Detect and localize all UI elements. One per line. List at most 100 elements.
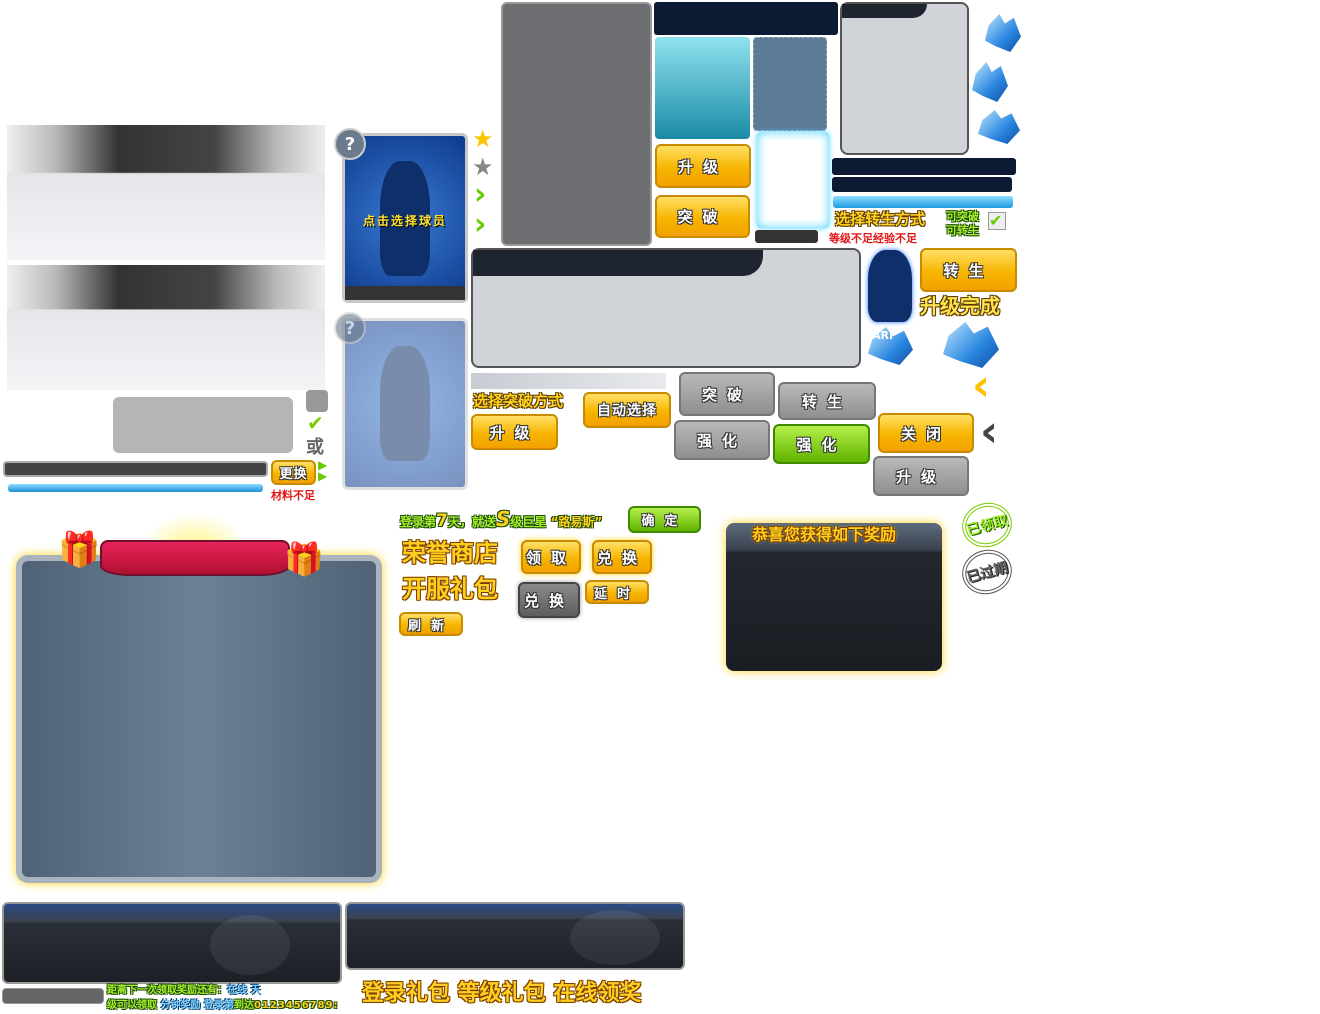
dark-bar xyxy=(654,2,838,35)
upgrade-button[interactable]: 升级 xyxy=(471,414,558,450)
expired-stamp-label: 已过期 xyxy=(964,559,1010,587)
enhance-gray-button[interactable]: 强化 xyxy=(674,420,770,460)
gift-box-icon: 🎁 xyxy=(284,540,324,578)
refresh-button[interactable]: 刷新 xyxy=(399,612,463,636)
large-panel xyxy=(471,248,861,368)
slate-panel xyxy=(753,37,827,131)
soccer-ball-icon xyxy=(210,915,290,975)
gray-slot xyxy=(113,397,293,453)
crystal-shard-icon xyxy=(978,110,1020,144)
honor-shop-title: 荣誉商店 xyxy=(402,539,498,567)
upgrade-complete-label: 升级完成 xyxy=(920,294,1000,318)
gift-category-titles: 登录礼包 等级礼包 在线领奖 xyxy=(362,981,642,1006)
claimed-stamp: 已领取 xyxy=(957,497,1017,553)
text-fragment: 天 xyxy=(250,985,261,996)
upgrade-gray-button[interactable]: 升级 xyxy=(873,456,969,496)
crystal-card-shard-icon xyxy=(943,322,999,368)
breakthrough-button[interactable]: 突破 xyxy=(655,195,750,238)
blue-progress-bar xyxy=(8,484,263,492)
breakthrough-gray-button[interactable]: 突破 xyxy=(679,372,775,416)
promo-player: “路易斯” xyxy=(550,515,603,529)
gift-box-icon: 🎁 xyxy=(58,530,101,570)
text-fragment: 在线 xyxy=(227,985,247,996)
ribbon-banner xyxy=(100,540,290,576)
light-bar xyxy=(471,373,666,389)
material-insufficient-label: 材料不足 xyxy=(271,489,315,502)
bottom-panel-1 xyxy=(2,902,342,984)
dark-progress-bar xyxy=(3,461,268,477)
close-button[interactable]: 关闭 xyxy=(878,413,974,453)
promo-text: 登录第7天，就送S级巨星 “路易斯” xyxy=(400,507,602,531)
expired-stamp: 已过期 xyxy=(957,544,1017,600)
choose-breakthrough-label: 选择突破方式 xyxy=(473,392,564,410)
exchange-button[interactable]: 兑换 xyxy=(592,540,652,574)
claimed-stamp-label: 已领取 xyxy=(964,512,1010,540)
question-icon: ? xyxy=(334,312,366,344)
delay-button[interactable]: 延时 xyxy=(585,580,649,604)
question-icon: ? xyxy=(334,128,366,160)
chevron-left-dark-icon[interactable]: ‹ xyxy=(980,406,999,457)
can-rebirth-label: 可转生 xyxy=(946,224,979,237)
text-fragment: 级可以领取 xyxy=(107,1000,157,1011)
player-silhouette-icon xyxy=(380,161,430,276)
player-silhouette-icon xyxy=(868,250,912,322)
player-card-select[interactable]: 点击选择球员 xyxy=(342,133,468,303)
opening-gift-title: 开服礼包 xyxy=(402,575,498,603)
card-shard-label: ARI xyxy=(872,329,894,342)
crystal-shard-icon xyxy=(985,14,1021,52)
text-fragment: 到达 xyxy=(233,1000,254,1011)
gradient-panel-1 xyxy=(7,125,325,260)
digits-font: 0123456789: xyxy=(253,1000,339,1011)
star-gold-icon: ★ xyxy=(472,125,494,153)
dark-bar xyxy=(832,158,1016,175)
small-gray-slot xyxy=(306,390,328,412)
claim-info-line: 级可以领取 分钟奖励 登录第到达0123456789: xyxy=(107,1000,339,1012)
next-reward-line: 距离下一次领取奖励还有：在线 天 xyxy=(107,985,260,997)
green-arrow-icon: ▶▶ xyxy=(318,458,328,483)
promo-grade: S xyxy=(495,507,511,531)
chevron-left-yellow-icon[interactable]: ‹ xyxy=(972,360,991,411)
exchange-disabled-button[interactable]: 兑换 xyxy=(518,582,580,618)
upgrade-button[interactable]: 升级 xyxy=(655,144,751,188)
select-player-label: 点击选择球员 xyxy=(362,214,447,228)
rebirth-button[interactable]: 转生 xyxy=(920,248,1017,292)
claim-button[interactable]: 领取 xyxy=(521,540,581,574)
soccer-ball-icon xyxy=(570,910,660,965)
choose-rebirth-label: 选择转生方式 xyxy=(835,210,926,228)
blue-bar xyxy=(833,196,1013,208)
gray-bar xyxy=(2,988,104,1004)
chevron-right-green-icon: › xyxy=(474,177,487,212)
bottom-panel-2 xyxy=(345,902,685,970)
promo-suffix: 级巨星 xyxy=(510,515,547,529)
text-fragment: 分钟奖励 xyxy=(160,1000,201,1011)
star-gray-icon: ★ xyxy=(472,153,494,181)
promo-prefix: 登录第 xyxy=(400,515,437,529)
text-fragment: 登录第 xyxy=(203,1000,234,1011)
promo-day: 7 xyxy=(436,511,448,531)
confirm-button[interactable]: 确定 xyxy=(628,506,701,533)
reward-panel xyxy=(726,523,942,671)
teal-panel xyxy=(655,37,750,139)
swap-button[interactable]: 更换 xyxy=(271,460,316,485)
chevron-right-green-icon: › xyxy=(474,207,487,242)
rebirth-gray-button[interactable]: 转生 xyxy=(778,382,876,420)
glow-slot xyxy=(757,132,829,228)
can-breakthrough-label: 可突破 xyxy=(946,210,979,223)
gray-panel xyxy=(501,2,652,246)
check-icon: ✔ xyxy=(307,411,324,435)
insufficient-label: 等级不足经验不足 xyxy=(829,232,917,245)
small-dark-bar xyxy=(755,230,818,243)
gradient-panel-2 xyxy=(7,265,325,390)
checkbox-checked-icon[interactable]: ✔ xyxy=(988,212,1006,230)
reward-title: 恭喜您获得如下奖励 xyxy=(752,525,897,544)
auto-select-button[interactable]: 自动选择 xyxy=(583,392,671,428)
enhance-green-button[interactable]: 强化 xyxy=(773,424,870,464)
player-card-disabled xyxy=(342,318,468,490)
promo-mid: 天，就送 xyxy=(447,515,496,529)
crystal-shard-icon xyxy=(972,62,1008,102)
dark-bar xyxy=(832,177,1012,192)
text-fragment: 距离下一次领取奖励还有： xyxy=(107,985,227,996)
gift-panel xyxy=(16,555,382,883)
light-panel xyxy=(840,2,969,155)
or-label: 或 xyxy=(306,437,324,458)
